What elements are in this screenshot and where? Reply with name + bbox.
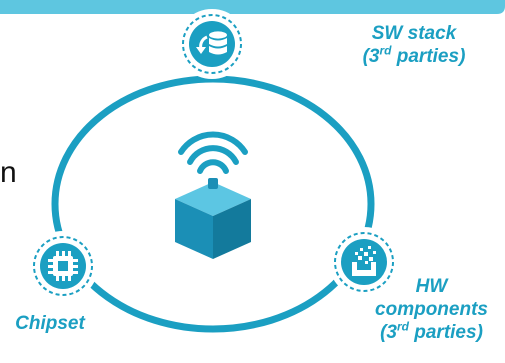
chipset-node[interactable]	[28, 231, 98, 301]
hw-components-label-line2: components	[375, 299, 488, 320]
pixel-components-icon	[352, 246, 376, 276]
wifi-signal-icon	[178, 131, 248, 174]
sw-stack-label-line2: (3rd parties)	[362, 43, 466, 67]
connected-device-cube-icon	[175, 178, 251, 259]
chipset-label: Chipset	[15, 313, 85, 334]
ecosystem-ring	[51, 75, 375, 333]
database-refresh-icon	[196, 31, 227, 55]
cropped-text-fragment: n	[0, 156, 17, 189]
hw-components-label-line1: HW	[415, 276, 448, 297]
hw-components-node[interactable]	[329, 227, 399, 297]
hw-components-label: HW components (3rd parties)	[358, 275, 505, 344]
header-band	[0, 0, 505, 14]
sw-stack-label-line1: SW stack	[371, 23, 457, 44]
chip-icon	[48, 251, 78, 281]
hw-components-label-line3: (3rd parties)	[380, 319, 483, 343]
sw-stack-node[interactable]	[177, 9, 247, 79]
sw-stack-label: SW stack (3rd parties)	[348, 22, 480, 68]
